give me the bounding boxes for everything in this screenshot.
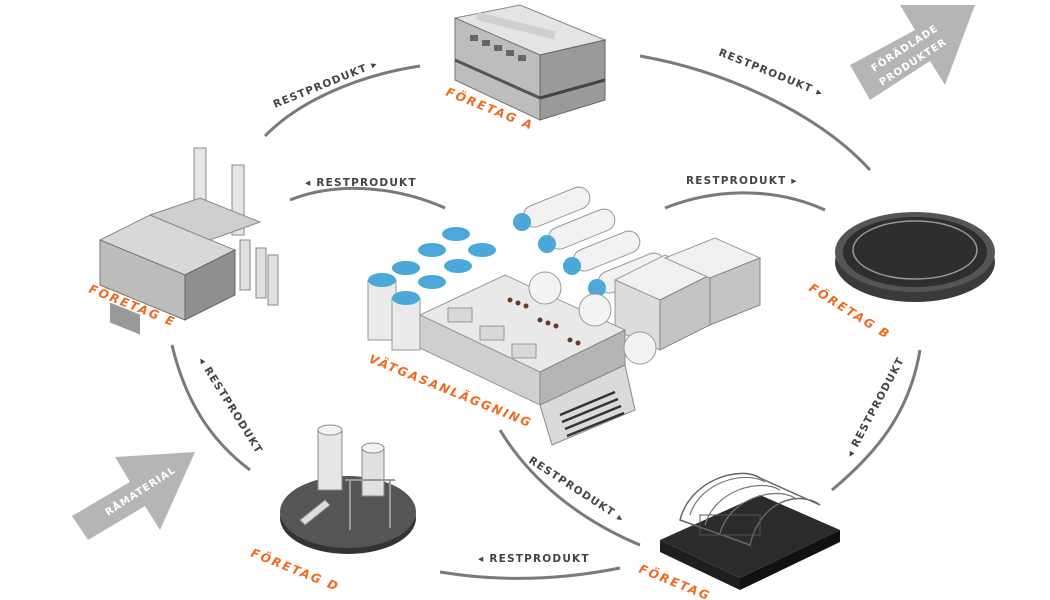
restprodukt-label-d-e: ◂ RESTPRODUKT (195, 355, 264, 456)
company-e: FÖRETAG E (87, 147, 279, 335)
container-units (613, 237, 762, 351)
company-c: FÖRETAG (637, 472, 840, 600)
restprodukt-label-center-b: RESTPRODUKT ▸ (686, 175, 798, 187)
restprodukt-label-e-a: RESTPRODUKT ▸ (272, 58, 380, 111)
output-arrow-icon (850, 5, 975, 100)
digester-tank-icon (835, 212, 995, 302)
restprodukt-label-b-c: ◂ RESTPRODUKT (844, 355, 907, 459)
company-a: FÖRETAG A (444, 4, 607, 133)
server-building-icon (453, 4, 607, 121)
flow-line-b-c (830, 348, 922, 492)
flow-line-center-b (663, 191, 827, 212)
main-platform (418, 274, 636, 446)
flow-line-c-d (438, 566, 622, 580)
flow-line-center-e (288, 186, 447, 210)
company-b: FÖRETAG B (806, 212, 995, 342)
input-arrow-icon (72, 452, 195, 540)
hydrogen-plant: VÄTGASANLÄGGNING (367, 186, 762, 446)
silo-platform-icon (280, 424, 416, 554)
blue-tanks (367, 227, 496, 351)
hydrogen-plant-icon (367, 186, 762, 446)
output-arrow: FÖRÄDLADE PRODUKTER (850, 5, 975, 100)
restprodukt-label-a-b: RESTPRODUKT ▸ (717, 47, 825, 100)
restprodukt-label-center-c: RESTPRODUKT ▸ (526, 454, 626, 525)
greenhouse-icon (660, 472, 840, 590)
company-d: FÖRETAG D (249, 424, 416, 594)
spherical-vessels (528, 271, 657, 365)
factory-chimney-icon (98, 147, 279, 335)
restprodukt-label-center-e: ◂ RESTPRODUKT (305, 177, 417, 189)
input-arrow: RÅMATERIAL (72, 452, 195, 540)
restprodukt-label-c-d: ◂ RESTPRODUKT (478, 553, 590, 565)
